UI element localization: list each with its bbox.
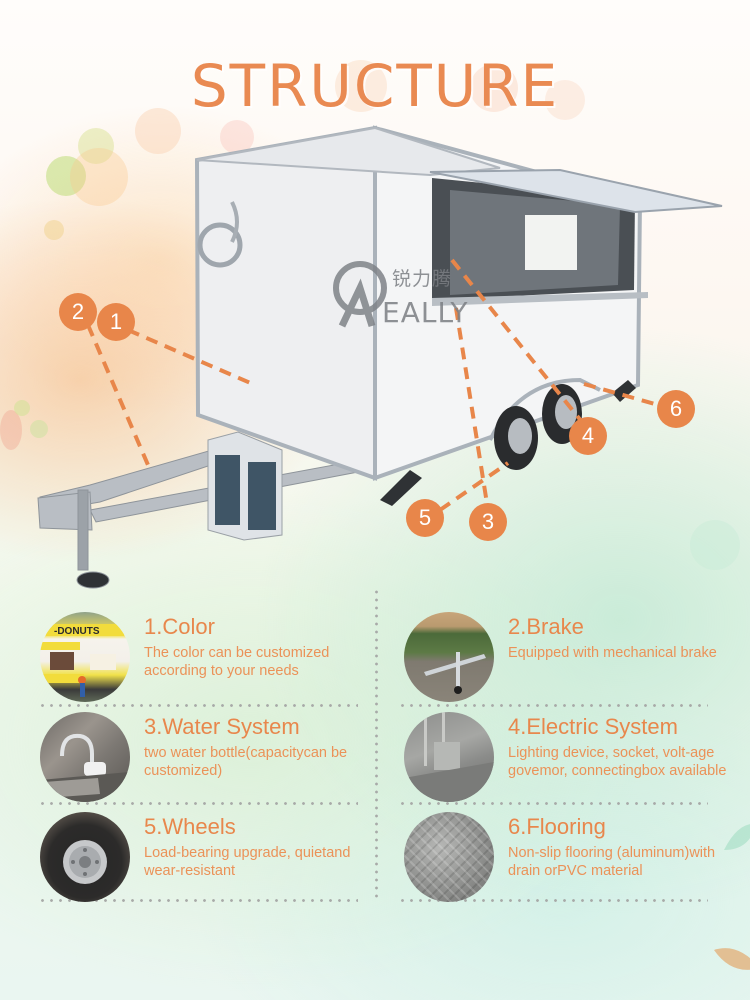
bokeh-decoration (690, 520, 740, 570)
callout-3: 3 (469, 503, 507, 541)
feature-title: 5.Wheels (144, 814, 236, 839)
callout-4: 4 (569, 417, 607, 455)
wheel-image (63, 840, 107, 884)
row-separator (398, 899, 708, 902)
bokeh-decoration (78, 128, 114, 164)
column-divider (375, 588, 378, 900)
wheels-thumbnail (40, 812, 130, 902)
donut-trailer-thumbnail: -DONUTS (40, 612, 130, 702)
feature-description: Lighting device, socket, volt-age govemo… (508, 745, 727, 779)
callout-6: 6 (657, 390, 695, 428)
feature-wheels: 5.Wheels Load-bearing upgrade, quietand … (40, 804, 370, 902)
callout-1: 1 (97, 303, 135, 341)
donut-trailer-image: -DONUTS (40, 624, 124, 697)
bokeh-decoration (70, 148, 128, 206)
leaf-decoration (714, 948, 750, 970)
callout-5: 5 (406, 499, 444, 537)
brake-thumbnail (404, 612, 494, 702)
callout-2: 2 (59, 293, 97, 331)
brand-name-english: EALLY (382, 296, 469, 329)
water-system-thumbnail (40, 712, 130, 802)
food-trailer-illustration (37, 125, 723, 589)
feature-description: The color can be customized according to… (144, 645, 330, 679)
feature-flooring: 6.Flooring Non-slip flooring (aluminum)w… (404, 804, 734, 902)
bokeh-decoration (46, 156, 86, 196)
stabilizer-jacks (380, 380, 636, 506)
feature-description: Load-bearing upgrade, quietand wear-resi… (144, 845, 351, 879)
feature-grid: -DONUTS 1.Color The color can be customi… (0, 588, 750, 910)
feature-title: 2.Brake (508, 614, 584, 639)
row-separator (38, 704, 358, 707)
row-separator (398, 704, 708, 707)
electric-system-thumbnail (404, 712, 494, 802)
feature-description: two water bottle(capacitycan be customiz… (144, 745, 348, 779)
bokeh-decoration (135, 108, 181, 154)
feature-title: 6.Flooring (508, 814, 606, 839)
feature-title: 4.Electric System (508, 714, 678, 739)
bokeh-decoration (470, 64, 518, 112)
bokeh-decoration (335, 60, 387, 112)
feature-water-system: 3.Water System two water bottle(capacity… (40, 704, 370, 802)
brake-image (424, 652, 486, 694)
faucet-image (40, 733, 130, 802)
feature-brake: 2.Brake Equipped with mechanical brake (404, 604, 734, 702)
tow-frame (37, 441, 359, 589)
row-separator (38, 899, 358, 902)
page-title: STRUCTURE (190, 52, 560, 120)
row-separator (398, 802, 708, 805)
brand-name-chinese: 锐力腾 (392, 268, 453, 290)
callout-leaders (86, 258, 663, 512)
bokeh-decoration (0, 410, 22, 450)
trailer-hero-image (0, 120, 750, 600)
ac-unit (207, 431, 283, 541)
brand-logo-icon (333, 261, 387, 328)
bokeh-decoration (44, 220, 64, 240)
feature-title: 3.Water System (144, 714, 300, 739)
feature-electric-system: 4.Electric System Lighting device, socke… (404, 704, 734, 802)
bokeh-decoration (30, 420, 48, 438)
svg-text:-DONUTS: -DONUTS (54, 626, 100, 637)
feature-description: Non-slip flooring (aluminum)with drain o… (508, 845, 716, 879)
leaf-decoration (724, 824, 750, 850)
row-separator (38, 802, 358, 805)
bokeh-decoration (545, 80, 585, 120)
feature-color: -DONUTS 1.Color The color can be customi… (40, 604, 370, 702)
interior-lighting-image (404, 712, 494, 802)
bokeh-decoration (220, 120, 254, 154)
feature-title: 1.Color (144, 614, 215, 639)
feature-description: Equipped with mechanical brake (508, 645, 717, 661)
flooring-thumbnail (404, 812, 494, 902)
bokeh-decoration (14, 400, 30, 416)
wheels (494, 384, 582, 470)
